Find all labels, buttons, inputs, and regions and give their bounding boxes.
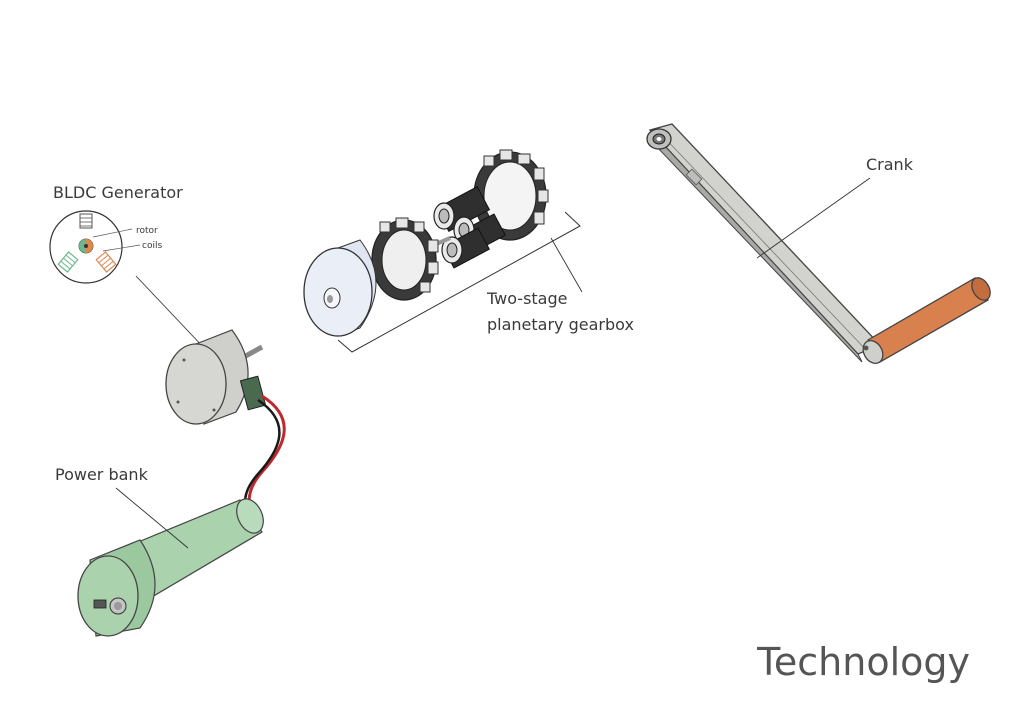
planet-gears (433, 186, 506, 269)
crank-handle (867, 277, 989, 363)
generator-leader (135, 275, 207, 351)
rotor-label: rotor (136, 226, 158, 236)
gearbox-bracket (337, 211, 581, 353)
coil-top-icon (79, 213, 93, 229)
gearbox-label-line1: Two-stage (486, 289, 567, 308)
coil-orange-icon (95, 251, 117, 273)
generator-inset (49, 210, 141, 284)
gearbox-leader (550, 237, 583, 293)
ring-gear-rear (473, 149, 549, 241)
ring-gear-front (371, 217, 439, 301)
coils-label: coils (142, 241, 162, 251)
wire-red (247, 394, 286, 513)
generator-label: BLDC Generator (53, 183, 183, 202)
coil-green-icon (57, 251, 79, 273)
power-bank-label: Power bank (55, 465, 149, 484)
gearbox-assembly (303, 149, 581, 353)
gearbox-end-cap (303, 239, 377, 337)
power-bank-leader (115, 487, 189, 549)
crank-label: Crank (866, 155, 914, 174)
usb-port-icon (93, 599, 107, 609)
page-title: Technology (756, 640, 970, 684)
crank-leader (756, 177, 871, 259)
crank-arm-side (649, 129, 863, 363)
rotor-icon (78, 238, 94, 254)
crank-assembly (646, 123, 991, 364)
power-bank (77, 498, 264, 637)
gearbox-label-line2: planetary gearbox (487, 315, 634, 334)
bldc-motor (165, 329, 267, 425)
